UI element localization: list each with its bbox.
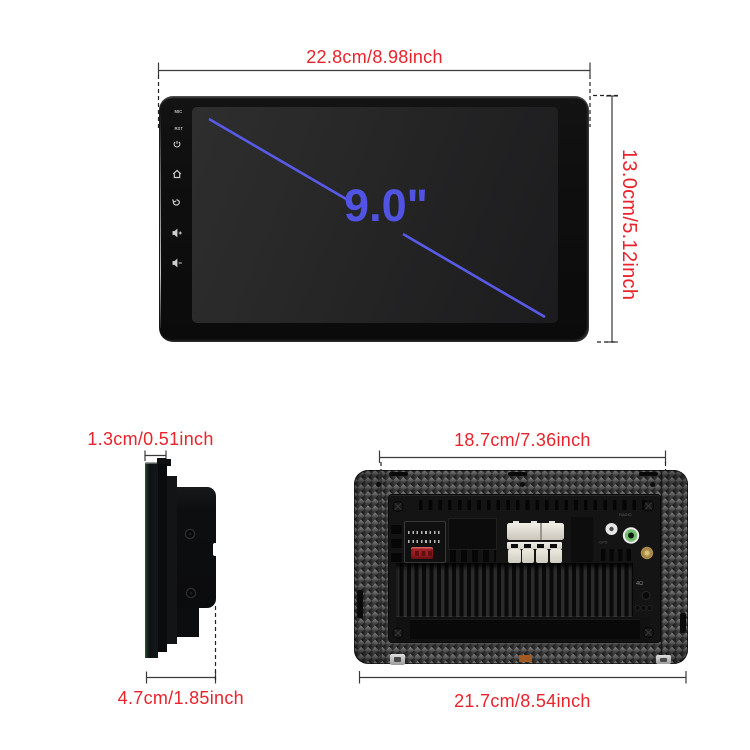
svg-text:GPS: GPS: [599, 540, 608, 545]
svg-text:9.0": 9.0": [344, 180, 428, 231]
svg-text:RST: RST: [175, 126, 184, 131]
svg-text:RADIO: RADIO: [619, 512, 632, 517]
svg-text:MIC: MIC: [175, 109, 183, 114]
svg-text:4Ω: 4Ω: [636, 581, 643, 587]
